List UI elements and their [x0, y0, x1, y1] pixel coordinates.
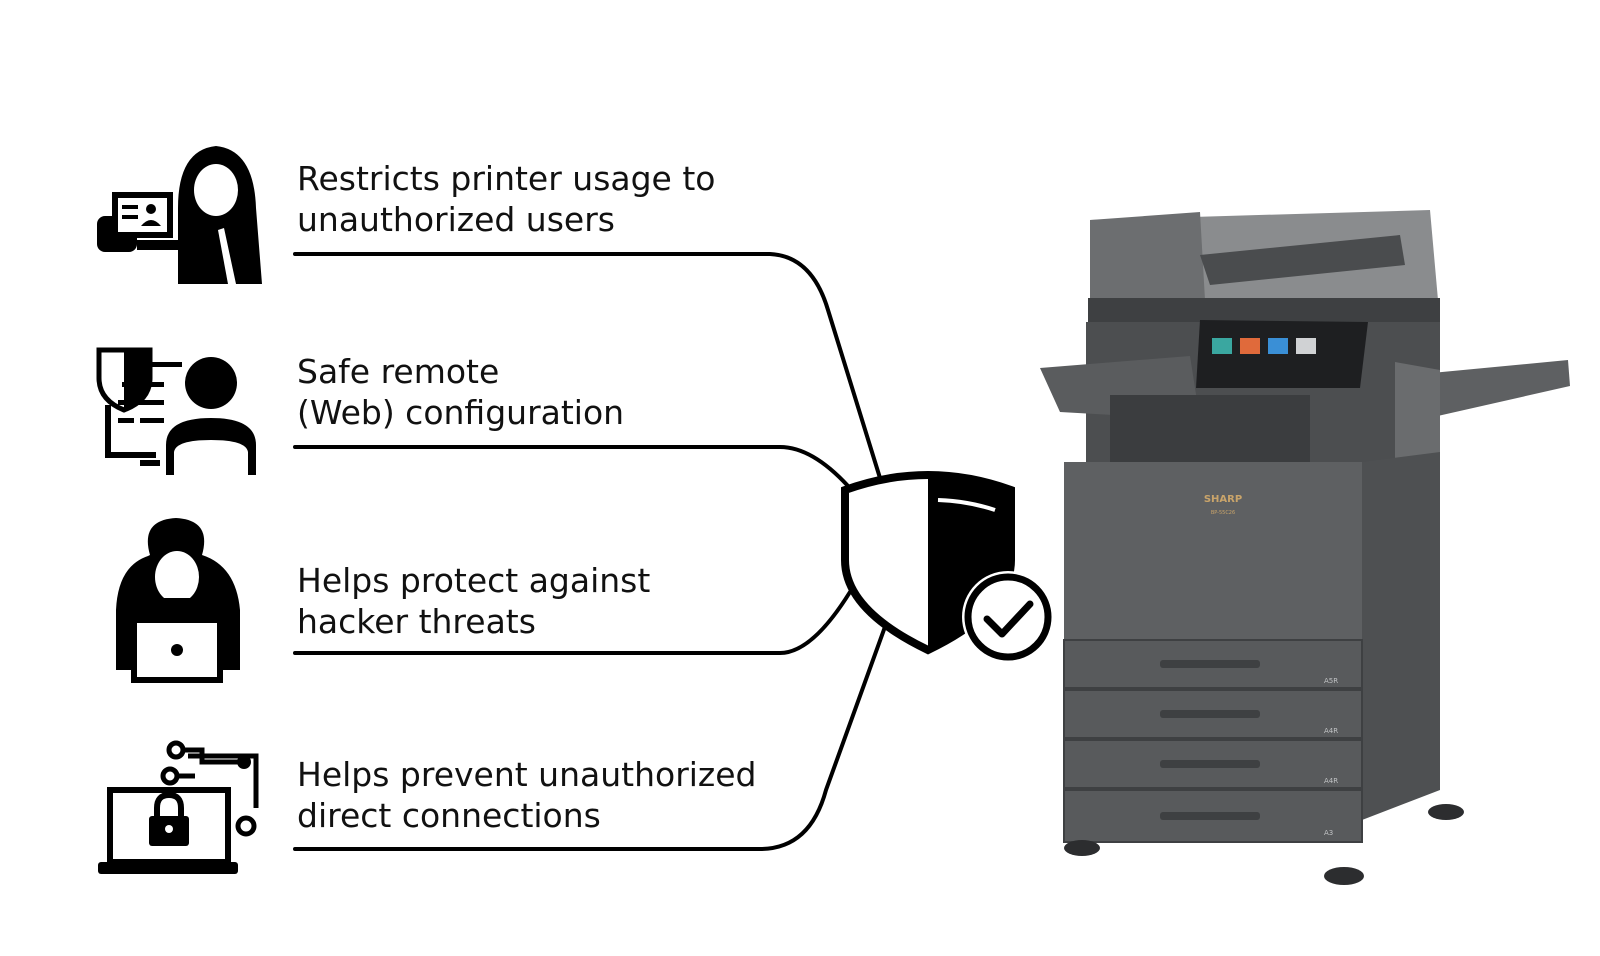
connector-line-3: [293, 590, 852, 655]
feature-4-line-1: Helps prevent unauthorized: [297, 755, 757, 794]
connector-lines: [293, 252, 888, 851]
tray-label-2: A4R: [1324, 727, 1338, 735]
feature-2-line-1: Safe remote: [297, 352, 500, 391]
feature-4-text: Helps prevent unauthorized direct connec…: [297, 754, 817, 836]
feature-2-text: Safe remote (Web) configuration: [297, 351, 817, 433]
admin-shield-monitor-icon: [96, 347, 256, 475]
feature-3-line-2: hacker threats: [297, 602, 536, 641]
feature-2-line-2: (Web) configuration: [297, 393, 625, 432]
printer-image: SHARP BP-55C26 A5R A4R A4R A3: [1040, 210, 1570, 885]
feature-4-line-2: direct connections: [297, 796, 601, 835]
printer-model-label: BP-55C26: [1211, 510, 1235, 516]
connector-line-4: [293, 622, 888, 851]
hooded-user-with-id-card-icon: [97, 146, 262, 284]
tray-label-1: A5R: [1324, 677, 1338, 685]
locked-laptop-network-icon: [98, 740, 259, 874]
connector-line-1: [293, 252, 882, 480]
tray-label-3: A4R: [1324, 777, 1338, 785]
connector-line-2: [293, 445, 850, 488]
hacker-laptop-icon: [116, 518, 240, 683]
feature-1-text: Restricts printer usage to unauthorized …: [297, 158, 817, 240]
printer-brand-label: SHARP: [1204, 494, 1242, 505]
shield-check-icon: [841, 471, 1054, 663]
tray-label-4: A3: [1324, 829, 1333, 837]
feature-1-line-2: unauthorized users: [297, 200, 615, 239]
feature-3-text: Helps protect against hacker threats: [297, 560, 817, 642]
feature-1-line-1: Restricts printer usage to: [297, 159, 716, 198]
feature-3-line-1: Helps protect against: [297, 561, 651, 600]
